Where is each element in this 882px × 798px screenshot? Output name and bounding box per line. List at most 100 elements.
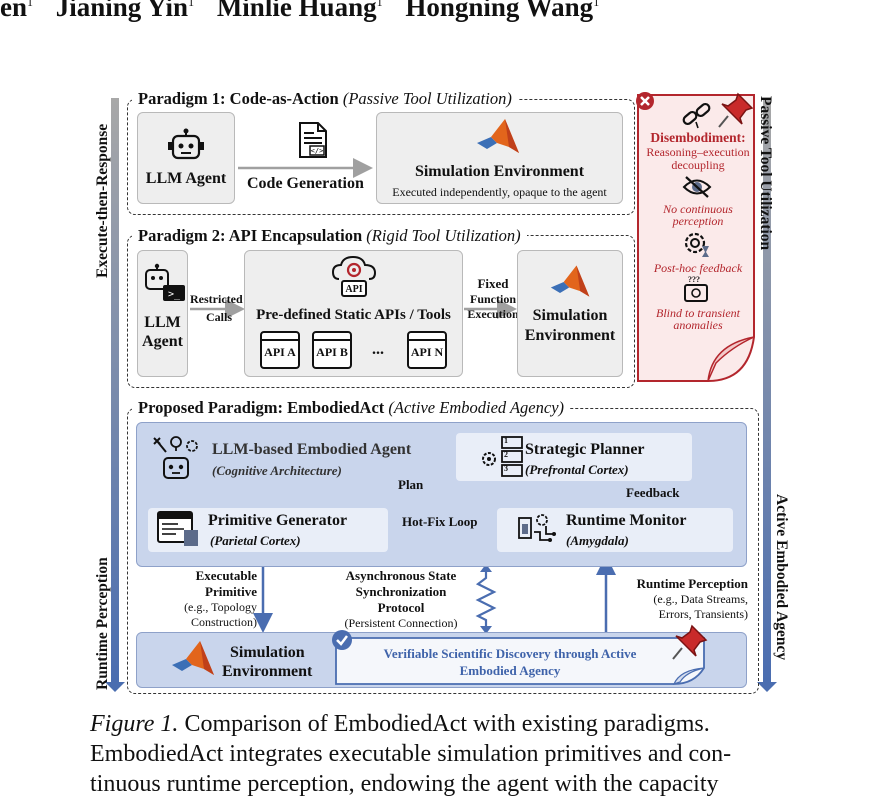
bottom-sim-label-1: Simulation bbox=[230, 644, 305, 661]
item-blind-1: Blind to transient bbox=[656, 306, 740, 320]
confused-qmarks: ??? bbox=[688, 275, 700, 284]
p1-simulation-box: Simulation Environment Executed independ… bbox=[376, 112, 623, 204]
agent-subtitle: (Cognitive Architecture) bbox=[212, 463, 342, 478]
item-no-continuous-1: No continuous bbox=[663, 202, 733, 216]
p1-sim-title: Simulation Environment bbox=[414, 163, 585, 180]
api-n-chip: API N bbox=[407, 331, 447, 369]
label-runtime-perception-left: Runtime Perception bbox=[94, 557, 111, 690]
rp-line-1: Runtime Perception bbox=[636, 576, 748, 591]
p1-llm-agent-box: LLM Agent bbox=[137, 112, 235, 204]
paradigm2-title: Paradigm 2: API Encapsulation (Rigid Too… bbox=[132, 226, 527, 246]
runtime-monitor-box bbox=[497, 508, 733, 552]
planner-title: Strategic Planner bbox=[525, 441, 645, 458]
code-window-icon bbox=[157, 511, 198, 546]
item-blind-2: anomalies bbox=[673, 318, 723, 332]
label-passive-tool-utilization: Passive Tool Utilization bbox=[757, 96, 774, 251]
async-line-4: (Persistent Connection) bbox=[344, 616, 458, 630]
exec-line-3: (e.g., Topology bbox=[184, 600, 257, 614]
runtime-perception-label: Runtime Perception (e.g., Data Streams, … bbox=[612, 576, 748, 622]
disembodiment-note-bg bbox=[637, 94, 755, 382]
hotfix-label: Hot-Fix Loop bbox=[402, 514, 478, 529]
planner-subtitle: (Prefrontal Cortex) bbox=[525, 462, 629, 477]
pushpin-icon bbox=[672, 624, 708, 660]
p1-sim-subtitle: Executed independently, opaque to the ag… bbox=[392, 185, 607, 199]
p2-restricted-label-2: Calls bbox=[206, 310, 233, 324]
api-cloud-gear-icon bbox=[331, 255, 377, 297]
monitor-circuit-icon bbox=[518, 514, 556, 542]
svg-text:</>: </> bbox=[311, 147, 324, 155]
planner-num-3: 3 bbox=[504, 464, 508, 473]
feedback-label: Feedback bbox=[626, 485, 680, 500]
pushpin-icon bbox=[718, 92, 754, 128]
p2-llm-agent-box: >_ LLM Agent bbox=[137, 250, 188, 377]
rp-line-3: Errors, Transients) bbox=[658, 607, 748, 621]
item-post-hoc: Post-hoc feedback bbox=[653, 261, 743, 275]
caption-label: Figure 1. bbox=[90, 711, 179, 737]
p2-fixed-function-label: Fixed Function Execution bbox=[460, 276, 526, 322]
p2-restricted-label-1: Restricted bbox=[190, 292, 243, 306]
matlab-logo-icon bbox=[172, 641, 214, 675]
async-line-1: Asynchronous State bbox=[345, 568, 457, 583]
async-zigzag bbox=[475, 568, 497, 630]
api-a-chip: API A bbox=[260, 331, 300, 369]
monitor-subtitle: (Amygdala) bbox=[566, 533, 629, 548]
p2-simulation-box: Simulation Environment bbox=[517, 250, 623, 377]
disembodiment-sub-2: decoupling bbox=[671, 158, 725, 172]
planner-num-2: 2 bbox=[504, 450, 508, 459]
bottom-sim-label-2: Environment bbox=[222, 663, 313, 680]
verifiable-line-1: Verifiable Scientific Discovery through … bbox=[383, 646, 637, 661]
left-gradient-bar bbox=[111, 98, 119, 682]
paradigm1-title: Paradigm 1: Code-as-Action (Passive Tool… bbox=[132, 89, 518, 109]
p2-sim-label-2: Environment bbox=[524, 327, 616, 344]
monitor-title: Runtime Monitor bbox=[566, 512, 687, 529]
api-ellipsis: ... bbox=[372, 341, 384, 358]
verifiable-banner-bg bbox=[335, 637, 705, 685]
p1-agent-label: LLM Agent bbox=[145, 170, 227, 187]
figure-caption-line-3: tinuous runtime perception, endowing the… bbox=[90, 771, 719, 797]
fixed-line-2: Function bbox=[469, 292, 516, 306]
gear-clock-icon bbox=[684, 232, 709, 257]
agent-title: LLM-based Embodied Agent bbox=[212, 441, 412, 458]
matlab-logo-icon bbox=[477, 119, 519, 153]
broken-link-icon bbox=[682, 102, 711, 129]
label-active-embodied-agency: Active Embodied Agency bbox=[773, 494, 790, 661]
fixed-line-3: Execution bbox=[467, 307, 519, 321]
item-no-continuous-2: perception bbox=[672, 214, 724, 228]
strategic-planner-box bbox=[456, 433, 692, 481]
confused-screen-icon bbox=[684, 284, 708, 302]
async-line-3: Protocol bbox=[377, 600, 425, 615]
disembodiment-sub-1: Reasoning–execution bbox=[646, 145, 750, 159]
planner-list-gear-icon bbox=[482, 436, 523, 477]
matlab-logo-icon bbox=[550, 265, 590, 297]
robot-icon bbox=[168, 128, 204, 160]
code-file-icon: </> bbox=[299, 122, 327, 158]
author-1: en1 bbox=[0, 0, 33, 22]
async-protocol-label: Asynchronous State Synchronization Proto… bbox=[326, 568, 476, 631]
label-execute-then-response: Execute-then-Response bbox=[94, 123, 111, 278]
p2-sim-label-1: Simulation bbox=[532, 307, 608, 324]
svg-text:>_: >_ bbox=[168, 289, 181, 300]
right-gradient-bar bbox=[763, 98, 771, 682]
close-x-icon bbox=[636, 92, 654, 110]
executable-primitive-label: Executable Primitive (e.g., Topology Con… bbox=[150, 568, 257, 630]
plan-label: Plan bbox=[398, 477, 424, 492]
generator-subtitle: (Parietal Cortex) bbox=[210, 533, 301, 548]
check-circle-icon bbox=[332, 630, 352, 650]
api-badge: API bbox=[345, 284, 363, 295]
verifiable-line-2: Embodied Agency bbox=[459, 663, 561, 678]
generator-title: Primitive Generator bbox=[208, 512, 348, 529]
proposed-title: Proposed Paradigm: EmbodiedAct (Active E… bbox=[132, 398, 571, 418]
disembodiment-title: Disembodiment: bbox=[650, 130, 746, 145]
robot-terminal-icon: >_ bbox=[145, 263, 185, 301]
fixed-line-1: Fixed bbox=[477, 276, 509, 291]
author-3: Minlie Huang1 bbox=[216, 0, 383, 22]
exec-line-1: Executable bbox=[195, 568, 257, 583]
async-line-2: Synchronization bbox=[355, 584, 447, 599]
caption-text-1: Comparison of EmbodiedAct with existing … bbox=[184, 711, 710, 737]
right-bar-arrowhead bbox=[757, 682, 777, 692]
p1-code-generation-label: Code Generation bbox=[247, 175, 364, 192]
rp-line-2: (e.g., Data Streams, bbox=[653, 592, 748, 606]
agent-tools-icon bbox=[153, 436, 198, 479]
exec-line-4: Construction) bbox=[191, 615, 257, 629]
planner-num-1: 1 bbox=[504, 436, 508, 445]
